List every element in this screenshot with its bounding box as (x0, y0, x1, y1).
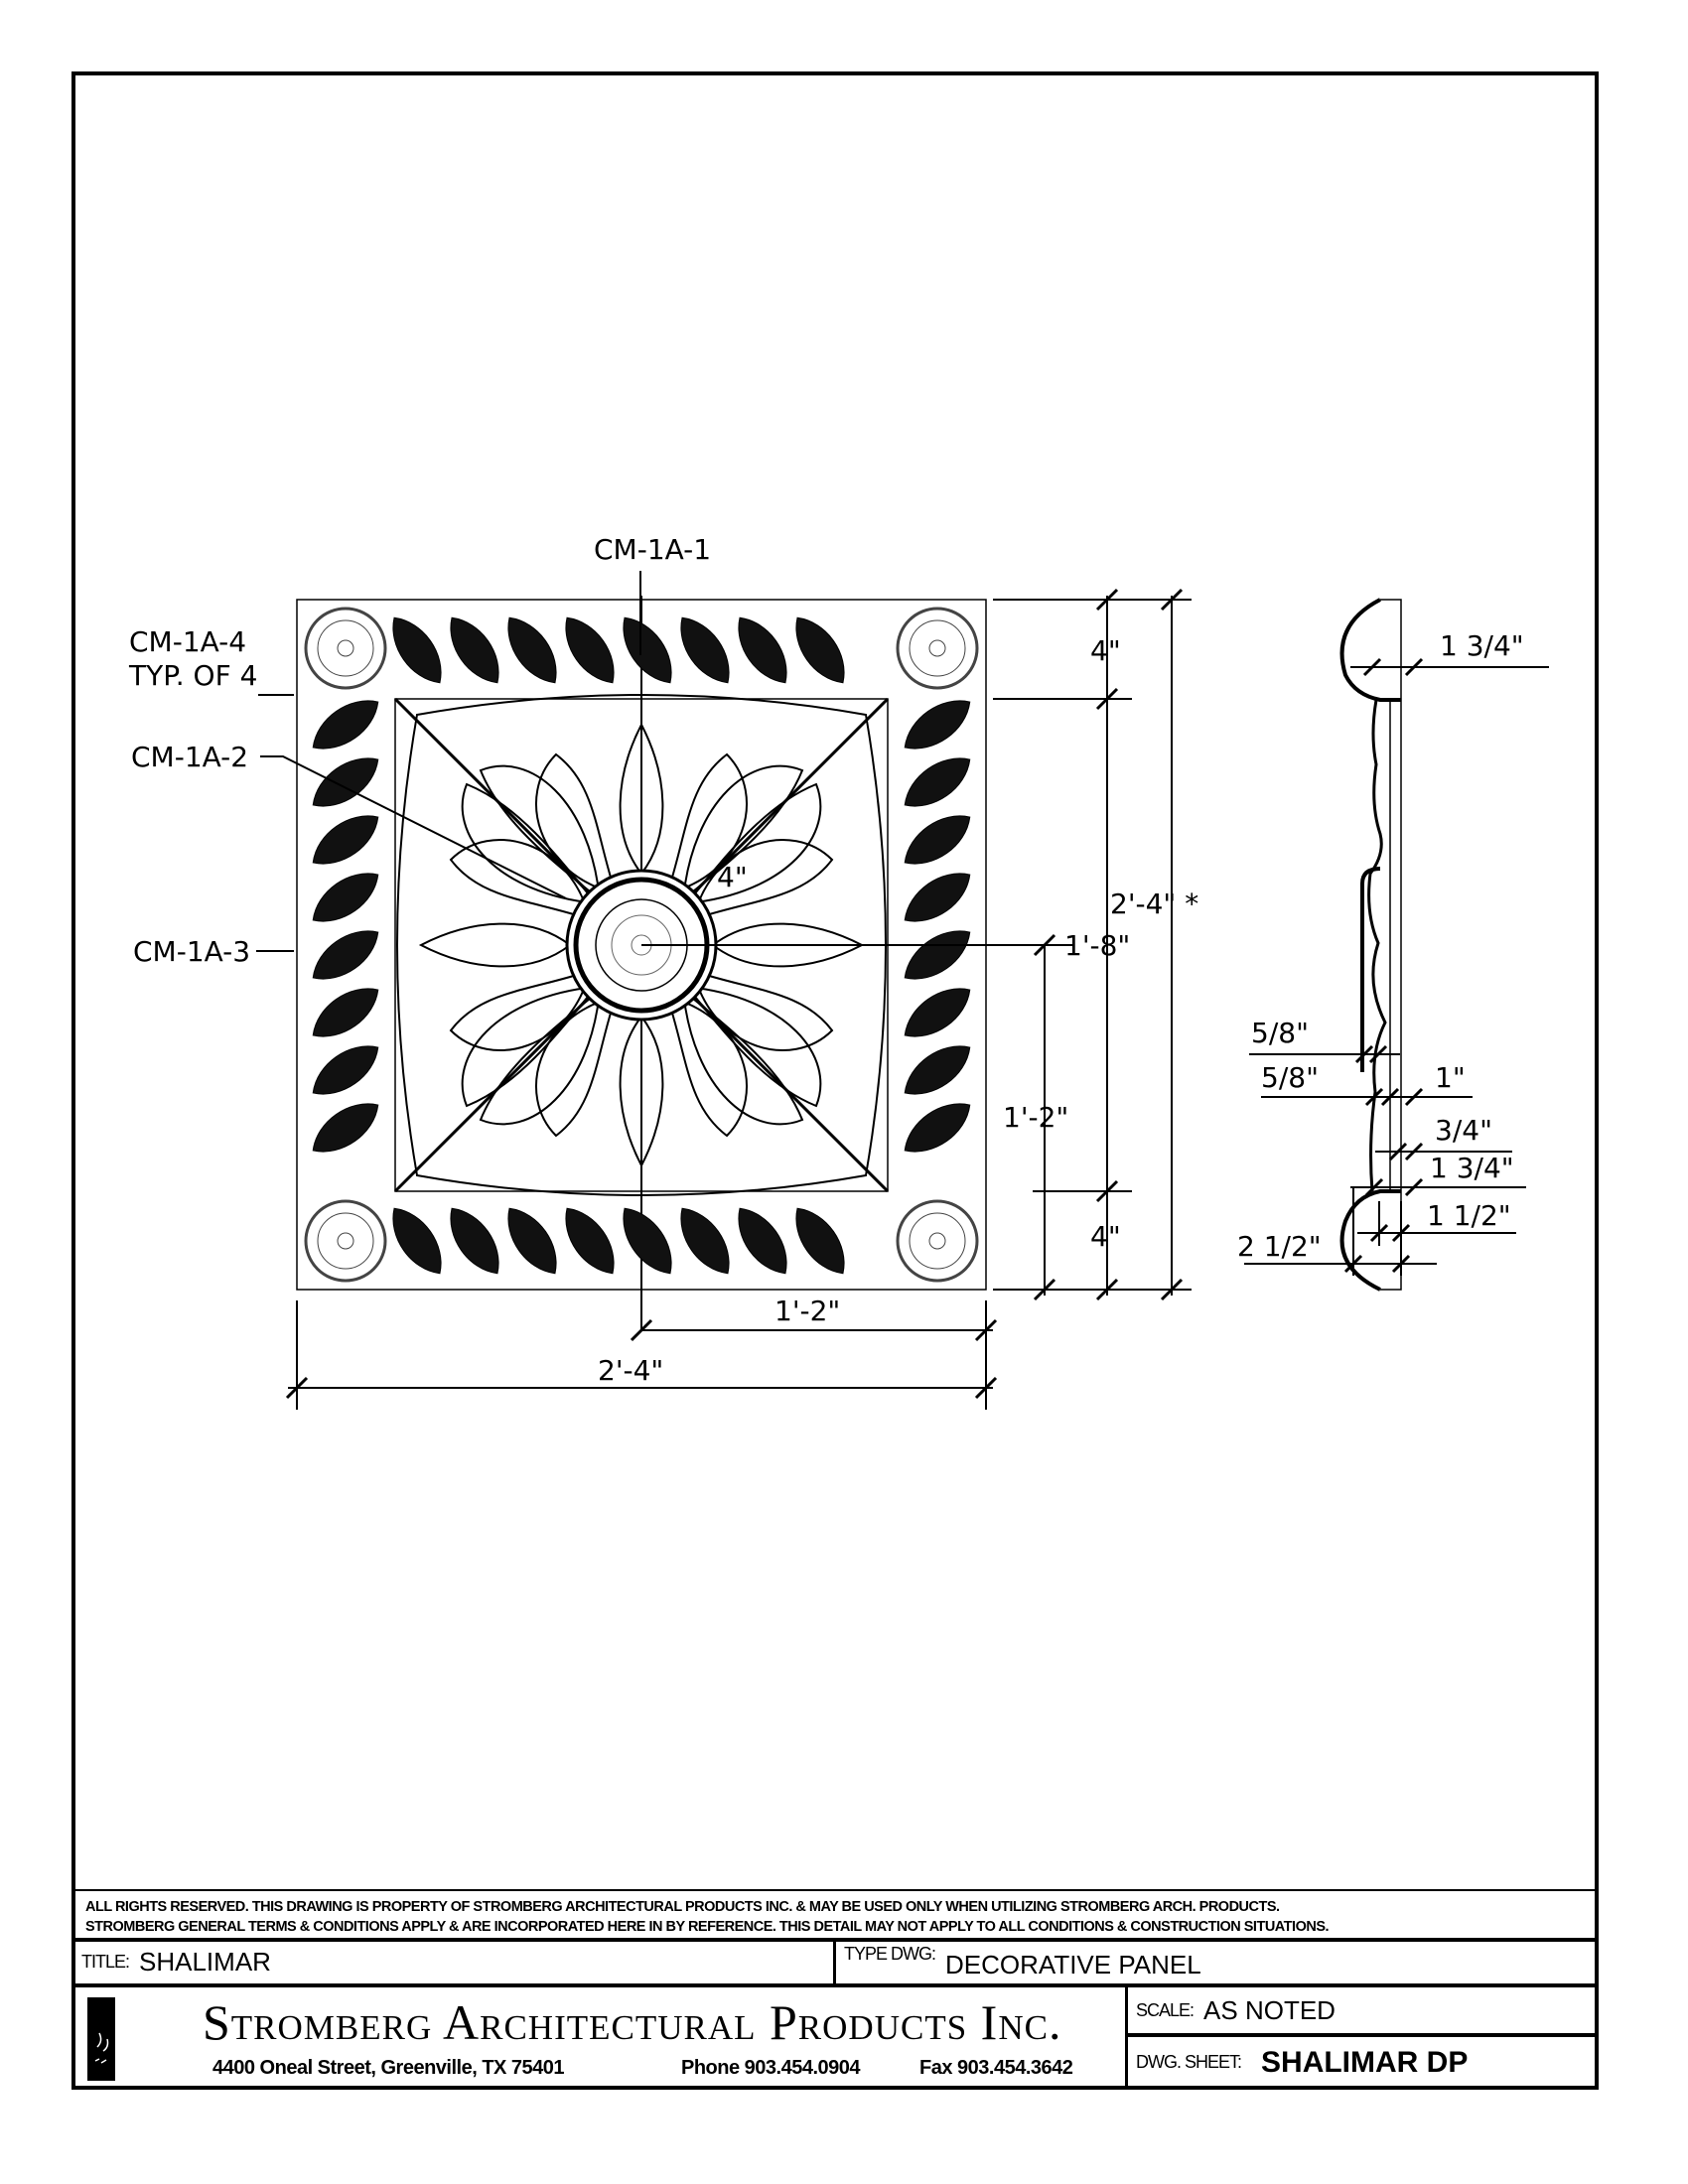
callout-typ-of-4: TYP. OF 4 (128, 659, 257, 692)
callout-cm-1a-4: CM-1A-4 (129, 625, 246, 658)
dim-bead-b: 5/8" (1261, 1061, 1319, 1094)
acanthus-leaf (904, 873, 971, 922)
disclaimer-line-1: ALL RIGHTS RESERVED. THIS DRAWING IS PRO… (85, 1899, 1280, 1915)
acanthus-leaf (623, 616, 672, 684)
acanthus-leaf (312, 988, 379, 1037)
panel-side-profile (1339, 598, 1402, 1292)
acanthus-leaf (904, 930, 971, 980)
acanthus-leaf (450, 616, 499, 684)
acanthus-leaf (312, 700, 379, 750)
company-phone: Phone 903.454.0904 (681, 2057, 861, 2079)
acanthus-leaf (904, 700, 971, 750)
callout-cm-1a-2: CM-1A-2 (131, 741, 248, 773)
disclaimer-line-2: STROMBERG GENERAL TERMS & CONDITIONS APP… (85, 1919, 1330, 1935)
dim-top-band: 4" (1090, 634, 1121, 667)
disclaimer: ALL RIGHTS RESERVED. THIS DRAWING IS PRO… (73, 1889, 1597, 1942)
callout-cm-1a-3: CM-1A-3 (133, 935, 250, 968)
acanthus-leaf (565, 616, 615, 684)
acanthus-leaf (904, 1103, 971, 1153)
sheet-label: DWG. SHEET: (1136, 2052, 1242, 2072)
acanthus-leaf (312, 1045, 379, 1095)
dim-overall-height: 2'-4" * (1110, 887, 1198, 920)
scale-cell: SCALE: AS NOTED (1128, 1987, 1597, 2037)
company-logo (87, 1997, 115, 2081)
dim-base-b: 1 3/4" (1430, 1152, 1514, 1184)
corner-rosettes (304, 607, 979, 1283)
company-address: 4400 Oneal Street, Greenville, TX 75401 (212, 2057, 565, 2079)
leaf-border-bands (312, 616, 971, 1275)
acanthus-leaf (507, 1207, 557, 1275)
company-name: Stromberg Architectural Products Inc. (203, 1994, 1062, 2050)
title-cell: TITLE: SHALIMAR (73, 1940, 836, 1987)
acanthus-leaf (312, 815, 379, 865)
panel-front-elevation (296, 596, 987, 1330)
acanthus-leaf (312, 930, 379, 980)
acanthus-leaf (392, 1207, 442, 1275)
dim-center-rosette: 4" (717, 861, 748, 893)
acanthus-leaf (312, 1103, 379, 1153)
acanthus-leaf (904, 815, 971, 865)
dim-bead-a: 5/8" (1251, 1017, 1309, 1049)
acanthus-leaf (565, 1207, 615, 1275)
acanthus-leaf (904, 1045, 971, 1095)
profile-dimension-lines (1244, 657, 1549, 1276)
acanthus-leaf (623, 1207, 672, 1275)
company-fax: Fax 903.454.3642 (919, 2057, 1073, 2079)
dim-back: 1 1/2" (1427, 1199, 1511, 1232)
acanthus-leaf (738, 1207, 787, 1275)
scale-value: AS NOTED (1203, 1994, 1336, 2025)
type-dwg-value: DECORATIVE PANEL (945, 1950, 1201, 1979)
acanthus-leaf (312, 873, 379, 922)
acanthus-leaf (795, 1207, 845, 1275)
sheet-border (71, 71, 1599, 2090)
dim-top-projection: 1 3/4" (1440, 629, 1524, 662)
acanthus-leaf (795, 616, 845, 684)
type-dwg-cell: TYPE DWG: DECORATIVE PANEL (836, 1940, 1597, 1987)
sheet-cell: DWG. SHEET: SHALIMAR DP (1128, 2037, 1597, 2088)
acanthus-leaf (680, 1207, 730, 1275)
type-dwg-label: TYPE DWG: (844, 1944, 936, 1964)
callout-leaders (256, 571, 641, 952)
dim-base-a: 3/4" (1435, 1114, 1492, 1147)
title-label: TITLE: (81, 1951, 130, 1972)
company-cell: Stromberg Architectural Products Inc. 44… (73, 1987, 1128, 2088)
dim-to-center: 1'-8" (1064, 929, 1130, 962)
sheet-value: SHALIMAR DP (1261, 2045, 1469, 2079)
dim-bottom-band: 4" (1090, 1220, 1121, 1253)
acanthus-leaf (312, 757, 379, 807)
acanthus-leaf (738, 616, 787, 684)
acanthus-leaf (507, 616, 557, 684)
acanthus-leaf (680, 616, 730, 684)
dim-total-depth: 2 1/2" (1237, 1230, 1322, 1263)
scale-label: SCALE: (1136, 1999, 1195, 2020)
dim-half-height: 1'-2" (1003, 1101, 1068, 1134)
dim-field: 1" (1435, 1061, 1466, 1094)
acanthus-leaf (392, 616, 442, 684)
acanthus-leaf (904, 757, 971, 807)
acanthus-leaf (450, 1207, 499, 1275)
title-value: SHALIMAR (139, 1946, 271, 1977)
front-dimension-lines (285, 588, 1192, 1410)
callout-cm-1a-1: CM-1A-1 (594, 533, 711, 566)
acanthus-leaf (904, 988, 971, 1037)
dim-overall-width: 2'-4" (598, 1354, 663, 1387)
dim-half-width: 1'-2" (774, 1295, 840, 1327)
